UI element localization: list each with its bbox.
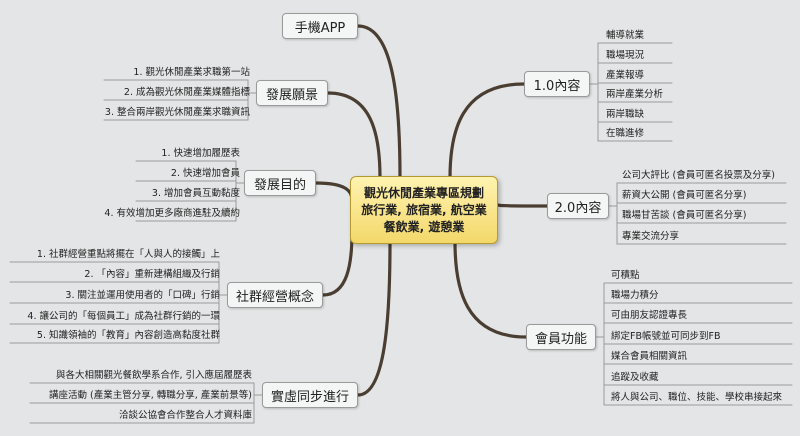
goal-item-3[interactable]: 3. 增加會員互動黏度	[151, 188, 240, 199]
parallel-item-1[interactable]: 與各大相關觀光餐飲學系合作, 引入應屆履歷表	[55, 370, 252, 381]
social-item-4[interactable]: 4. 讓公司的「每個員工」成為社群行銷的一環	[27, 311, 220, 322]
branch-content-2-0[interactable]: 2.0內容	[547, 193, 609, 219]
content1-item-2[interactable]: 職場現況	[606, 50, 645, 61]
connector-social	[321, 230, 354, 297]
member-item-7[interactable]: 將人與公司、職位、技能、學校串接起來	[611, 392, 783, 403]
goal-item-1[interactable]: 1. 快速增加履歷表	[161, 148, 240, 159]
content2-item-2[interactable]: 薪資大公開 (會員可匿名分享)	[622, 190, 747, 201]
goal-item-2[interactable]: 2. 快速增加會員	[170, 168, 240, 179]
branch-online-offline-sync[interactable]: 實虛同步進行	[262, 382, 358, 408]
connector-content2	[496, 203, 549, 208]
branch-mobile-app[interactable]: 手機APP	[282, 13, 358, 39]
content1-item-5[interactable]: 兩岸職缺	[606, 109, 645, 120]
branch-community-concept[interactable]: 社群經營概念	[227, 282, 323, 308]
central-topic-line-3: 餐飲業, 遊憩業	[383, 219, 465, 234]
connector-parallel	[356, 240, 392, 397]
branch-member-features[interactable]: 會員功能	[526, 324, 596, 350]
content2-item-4[interactable]: 專業交流分享	[622, 231, 680, 242]
social-item-5[interactable]: 5. 知識領袖的「教育」內容創造高黏度社群	[36, 330, 220, 341]
connector-goal	[314, 181, 354, 202]
connector-vision	[326, 91, 382, 180]
central-topic-line-1: 觀光休閒產業專區規劃	[363, 185, 484, 200]
vision-item-2[interactable]: 2. 成為觀光休閒產業媒體指標	[123, 87, 250, 98]
content1-item-3[interactable]: 產業報導	[606, 70, 645, 81]
social-item-2[interactable]: 2. 「內容」重新建構組織及行銷	[84, 269, 220, 280]
content1-item-4[interactable]: 兩岸產業分析	[606, 89, 664, 100]
vision-item-1[interactable]: 1. 觀光休閒產業求職第一站	[133, 67, 250, 78]
connector-app	[356, 24, 402, 180]
member-item-6[interactable]: 追蹤及收藏	[611, 372, 659, 383]
content1-item-6[interactable]: 在職進修	[606, 128, 645, 139]
content2-item-1[interactable]: 公司大評比 (會員可匿名投票及分享)	[622, 170, 775, 181]
content1-item-1[interactable]: 輔導就業	[606, 30, 645, 41]
member-item-1[interactable]: 可積點	[611, 270, 640, 281]
branch-content-1-0[interactable]: 1.0內容	[524, 71, 590, 97]
content2-item-3[interactable]: 職場甘苦談 (會員可匿名分享)	[622, 210, 747, 221]
parallel-item-2[interactable]: 講座活動 (產業主管分享, 轉職分享, 產業前景等)	[48, 390, 252, 401]
social-item-1[interactable]: 1. 社群經營重點將擺在「人與人的接觸」上	[36, 249, 220, 260]
vision-item-3[interactable]: 3. 整合兩岸觀光休閒產業求職資訊	[104, 107, 250, 118]
member-item-5[interactable]: 媒合會員相關資訊	[611, 351, 688, 362]
connector-member	[453, 240, 528, 339]
member-item-4[interactable]: 綁定FB帳號並可同步到FB	[611, 331, 721, 342]
connector-content1	[448, 82, 526, 180]
central-topic-line-2: 旅行業, 旅宿業, 航空業	[361, 202, 487, 217]
goal-item-4[interactable]: 4. 有效增加更多廠商進駐及續約	[104, 208, 240, 219]
member-item-2[interactable]: 職場力積分	[611, 290, 659, 301]
member-item-3[interactable]: 可由朋友認證專長	[611, 310, 688, 321]
central-topic[interactable]: 觀光休閒產業專區規劃 旅行業, 旅宿業, 航空業 餐飲業, 遊憩業	[350, 176, 498, 244]
social-item-3[interactable]: 3. 關注並運用使用者的「口碑」行銷	[65, 290, 220, 301]
branch-development-goal[interactable]: 發展目的	[244, 170, 316, 196]
parallel-item-3[interactable]: 洽談公協會合作整合人才資料庫	[118, 410, 252, 421]
branch-development-vision[interactable]: 發展願景	[256, 80, 328, 106]
